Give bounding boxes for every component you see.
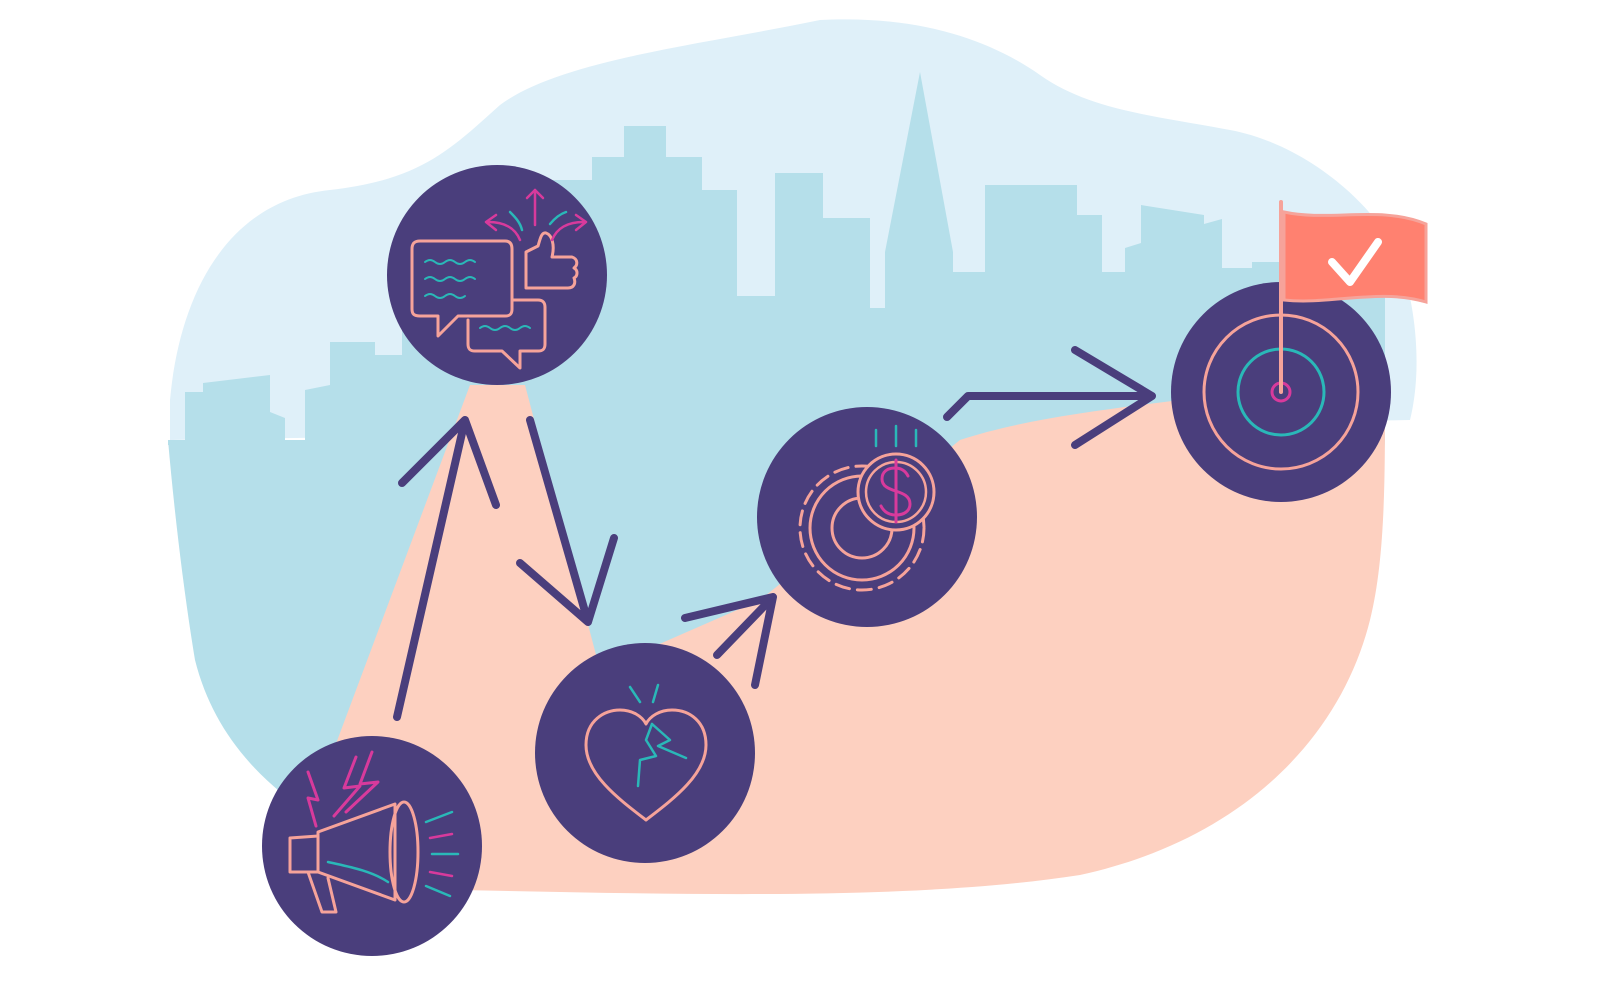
arrow-up [393, 416, 500, 721]
arrow-diagonal [681, 593, 777, 689]
stage-announce [262, 736, 482, 956]
arrow-down [516, 416, 618, 626]
flag-icon [1282, 210, 1428, 305]
gear-dollar-icon [798, 424, 936, 592]
chat-thumbs-up-icon [410, 188, 588, 370]
stage-setback [535, 643, 755, 863]
stage-circle [535, 643, 755, 863]
broken-heart-icon [584, 683, 708, 822]
stage-feedback [387, 165, 607, 385]
stage-investment [757, 407, 977, 627]
arrow-right [943, 346, 1156, 449]
journey-arrows [393, 346, 1156, 721]
check-icon [1328, 238, 1382, 286]
stage-circle [262, 736, 482, 956]
stage-goal [1171, 200, 1428, 502]
megaphone-icon [288, 750, 460, 914]
target-flag-icon [1202, 200, 1428, 471]
